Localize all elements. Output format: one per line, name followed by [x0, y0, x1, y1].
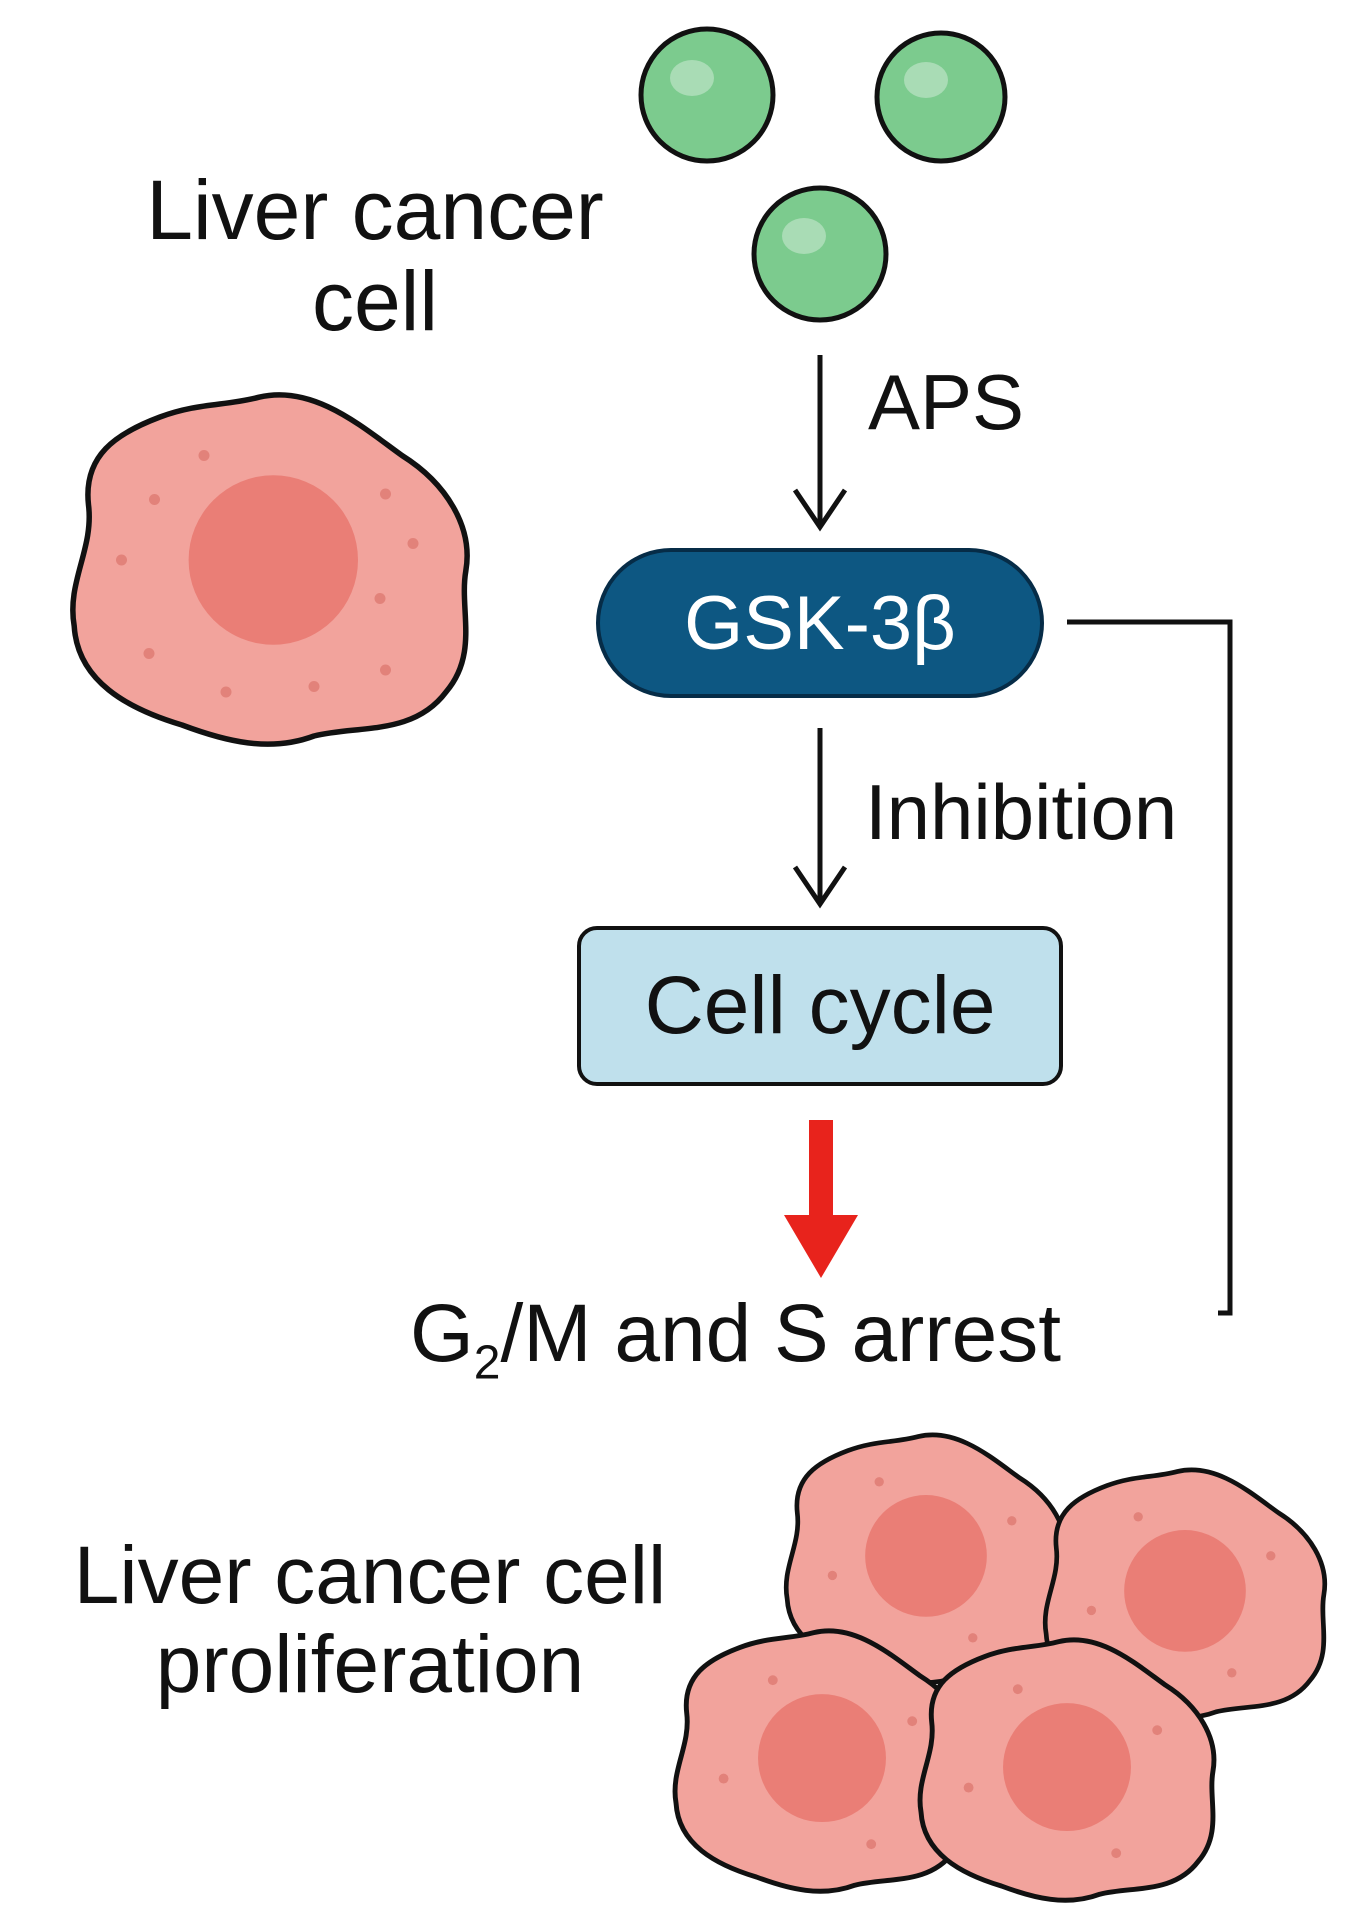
arrest-prefix: G	[410, 1288, 474, 1379]
feedback-line	[1067, 619, 1233, 1316]
arrest-suffix: /M and S arrest	[500, 1288, 1062, 1379]
proliferating-cell-3	[675, 1631, 969, 1891]
proliferation-label-line2: proliferation	[155, 1618, 585, 1710]
cell-label-line1: Liver cancer	[146, 163, 604, 257]
cell-cycle-label: Cell cycle	[644, 960, 996, 1051]
inhibition-label: Inhibition	[865, 768, 1178, 856]
aps-label: APS	[868, 358, 1025, 446]
aps-molecule-3	[751, 185, 889, 323]
proliferating-cell-4	[920, 1640, 1214, 1900]
liver-cancer-cell-label: Liver cancer cell	[110, 165, 640, 346]
arrest-label: G2/M and S arrest	[410, 1288, 1062, 1390]
proliferation-label-line1: Liver cancer cell	[73, 1530, 667, 1621]
gsk-3b-label: GSK-3β	[684, 580, 956, 666]
proliferating-cell-2	[1045, 1470, 1325, 1718]
arrest-subscript: 2	[473, 1336, 501, 1390]
proliferation-label: Liver cancer cell proliferation	[20, 1530, 720, 1710]
proliferating-cell-1	[786, 1435, 1066, 1683]
aps-molecule-1	[638, 26, 776, 164]
red-arrow	[784, 1120, 858, 1278]
aps-molecule-2	[874, 30, 1008, 164]
gsk-3b-node: GSK-3β	[596, 548, 1044, 698]
cell-cycle-node: Cell cycle	[577, 926, 1063, 1086]
cell-label-line2: cell	[311, 253, 439, 348]
liver-cancer-cell	[73, 395, 467, 744]
inhibition-arrow	[792, 728, 848, 909]
aps-arrow	[792, 355, 848, 532]
